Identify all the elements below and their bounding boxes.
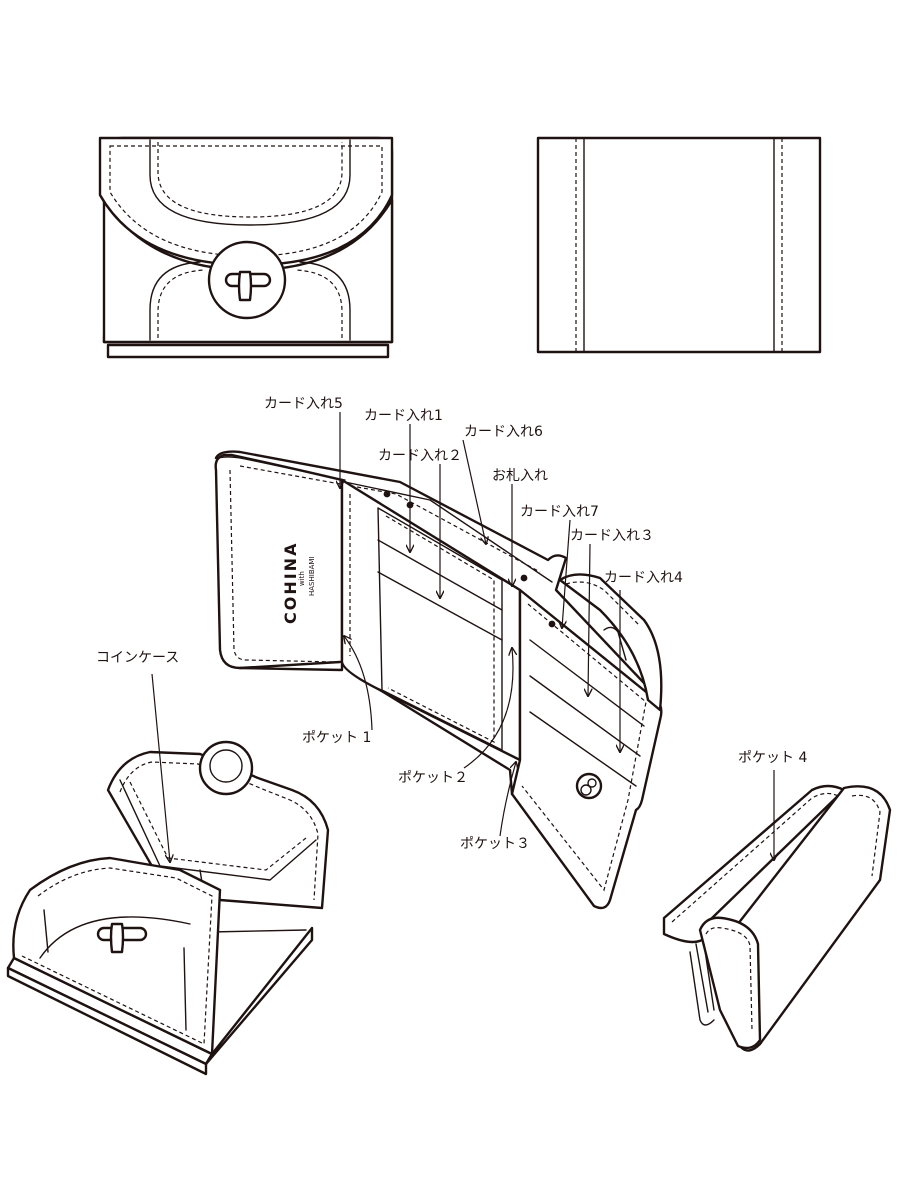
label-pocket-4: ポケット 4 — [738, 750, 807, 766]
label-card-slot-5: カード入れ5 — [264, 396, 343, 412]
label-bill-pocket: お札入れ — [492, 468, 548, 484]
front-view — [98, 136, 394, 359]
label-coin-case: コインケース — [96, 650, 179, 666]
label-pocket-2: ポケット２ — [398, 770, 468, 786]
coin-case-view — [6, 740, 330, 1076]
label-card-slot-6: カード入れ6 — [464, 424, 543, 440]
annotation-arrows — [151, 412, 774, 862]
label-card-slot-1: カード入れ1 — [364, 408, 443, 424]
label-card-slot-2: カード入れ２ — [378, 448, 462, 464]
brand-logo: COHINA with HASHIBAMI — [281, 542, 316, 624]
label-card-slot-3: カード入れ３ — [570, 528, 654, 544]
svg-text:HASHIBAMI: HASHIBAMI — [308, 556, 316, 596]
side-closed-view — [662, 784, 892, 1052]
callout-labels: カード入れ5 カード入れ1 カード入れ6 カード入れ２ お札入れ カード入れ7 … — [96, 396, 807, 852]
label-pocket-1: ポケット 1 — [302, 730, 371, 746]
label-card-slot-4: カード入れ4 — [604, 570, 683, 586]
svg-text:COHINA: COHINA — [281, 542, 300, 624]
label-card-slot-7: カード入れ7 — [520, 504, 599, 520]
label-pocket-3: ポケット３ — [460, 836, 530, 852]
back-view — [536, 136, 822, 354]
svg-text:with: with — [298, 571, 306, 586]
